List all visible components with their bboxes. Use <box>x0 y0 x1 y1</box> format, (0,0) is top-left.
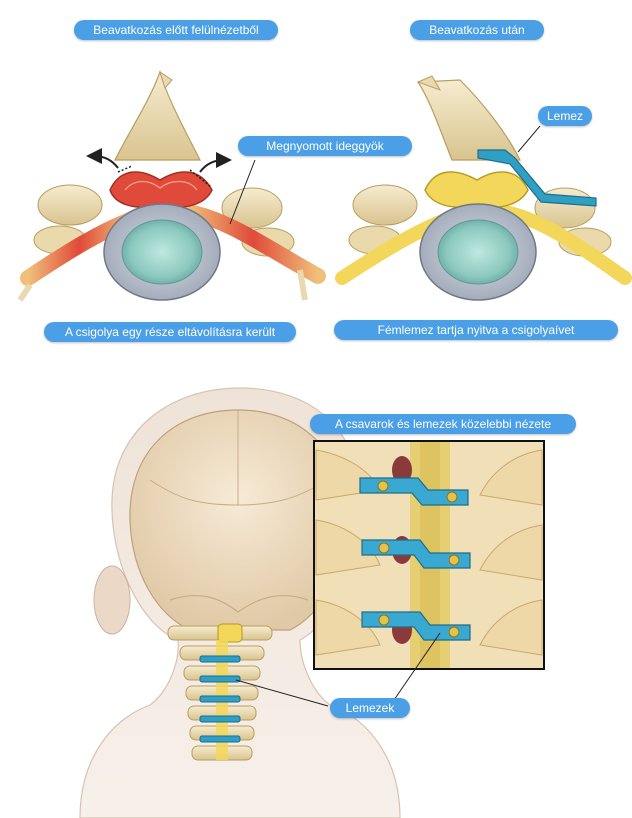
after-top-label: Beavatkozás után <box>410 20 544 40</box>
before-caption-label: A csigolya egy része eltávolításra kerül… <box>44 322 296 342</box>
closeup-plate-3 <box>361 611 471 641</box>
closeup-plate-2 <box>361 539 471 569</box>
arrow-up-left-icon <box>86 148 119 169</box>
arrow-up-right-icon <box>199 152 232 173</box>
fixation-plate <box>477 149 597 207</box>
neck-plates <box>199 655 241 743</box>
leader-line-nerve <box>229 159 256 225</box>
closeup-plate-1 <box>359 477 469 506</box>
leader-line-plate <box>517 125 541 153</box>
closeup-title-label: A csavarok és lemezek közelebbi nézete <box>310 414 576 434</box>
plate-label: Lemez <box>538 106 592 126</box>
leader-line-plates <box>235 679 329 707</box>
after-caption-label: Fémlemez tartja nyitva a csigolyaívet <box>334 320 618 340</box>
closeup-panel <box>313 440 545 701</box>
compressed-nerve-label: Megnyomott ideggyök <box>238 136 412 156</box>
vertebra-before-figure <box>17 70 326 302</box>
plates-label: Lemezek <box>330 698 410 718</box>
leader-line-closeup <box>393 632 441 701</box>
before-top-label: Beavatkozás előtt felülnézetből <box>74 20 278 40</box>
vertebra-after-figure <box>335 75 632 301</box>
